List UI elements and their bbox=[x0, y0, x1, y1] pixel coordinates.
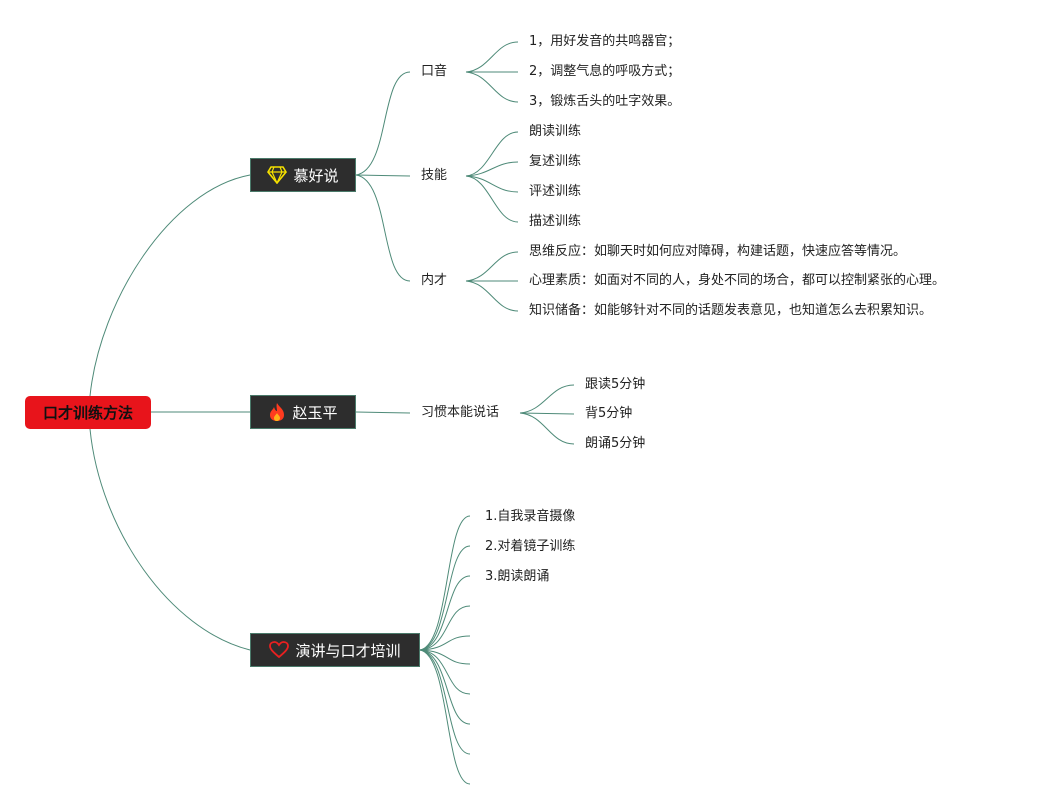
leaf-node[interactable]: 朗读训练 bbox=[529, 124, 582, 139]
connector-root-branch1 bbox=[89, 174, 251, 397]
topic-node[interactable]: 内才 bbox=[421, 273, 448, 288]
branch-label: 赵玉平 bbox=[292, 403, 338, 422]
branch-node-2[interactable]: 赵玉平 bbox=[250, 395, 356, 429]
connector-b2-t1 bbox=[355, 411, 411, 414]
leaf-node[interactable]: 描述训练 bbox=[529, 214, 582, 229]
branch-node-1[interactable]: 慕好说 bbox=[250, 158, 356, 192]
leaf-node[interactable]: 思维反应：如聊天时如何应对障碍，构建话题，快速应答等情况。 bbox=[529, 244, 907, 259]
leaf-node[interactable]: 知识储备：如能够针对不同的话题发表意见，也知道怎么去积累知识。 bbox=[529, 303, 933, 318]
leaf-node[interactable]: 1，用好发音的共鸣器官； bbox=[529, 34, 681, 49]
leaf-node[interactable]: 2.对着镜子训练 bbox=[485, 539, 576, 554]
topic-node[interactable]: 习惯本能说话 bbox=[421, 405, 500, 420]
branch-node-3[interactable]: 演讲与口才培训 bbox=[250, 633, 420, 667]
leaf-node[interactable]: 复述训练 bbox=[529, 154, 582, 169]
leaf-node[interactable]: 3，锻炼舌头的吐字效果。 bbox=[529, 94, 681, 109]
branch-label: 演讲与口才培训 bbox=[295, 641, 401, 660]
connector-b1-t3 bbox=[355, 174, 411, 282]
leaf-node[interactable]: 心理素质：如面对不同的人，身处不同的场合，都可以控制紧张的心理。 bbox=[529, 273, 946, 288]
topic-node[interactable]: 口音 bbox=[421, 64, 448, 79]
diamond-icon bbox=[267, 166, 288, 184]
leaf-node[interactable]: 跟读5分钟 bbox=[585, 377, 646, 392]
heart-icon bbox=[269, 641, 290, 659]
leaf-node[interactable]: 1.自我录音摄像 bbox=[485, 509, 576, 524]
connector-b1-t1 bbox=[355, 71, 411, 176]
leaf-node[interactable]: 2，调整气息的呼吸方式； bbox=[529, 64, 681, 79]
root-node[interactable]: 口才训练方法 bbox=[25, 396, 151, 429]
fire-icon bbox=[270, 403, 285, 421]
connector-b1-t2 bbox=[355, 174, 411, 177]
branch-label: 慕好说 bbox=[293, 166, 339, 185]
topic-node[interactable]: 技能 bbox=[421, 168, 448, 183]
connector-root-branch3 bbox=[89, 428, 251, 651]
leaf-node[interactable]: 背5分钟 bbox=[585, 406, 633, 421]
leaf-node[interactable]: 朗诵5分钟 bbox=[585, 436, 646, 451]
leaf-node[interactable]: 3.朗读朗诵 bbox=[485, 569, 550, 584]
leaf-node[interactable]: 评述训练 bbox=[529, 184, 582, 199]
